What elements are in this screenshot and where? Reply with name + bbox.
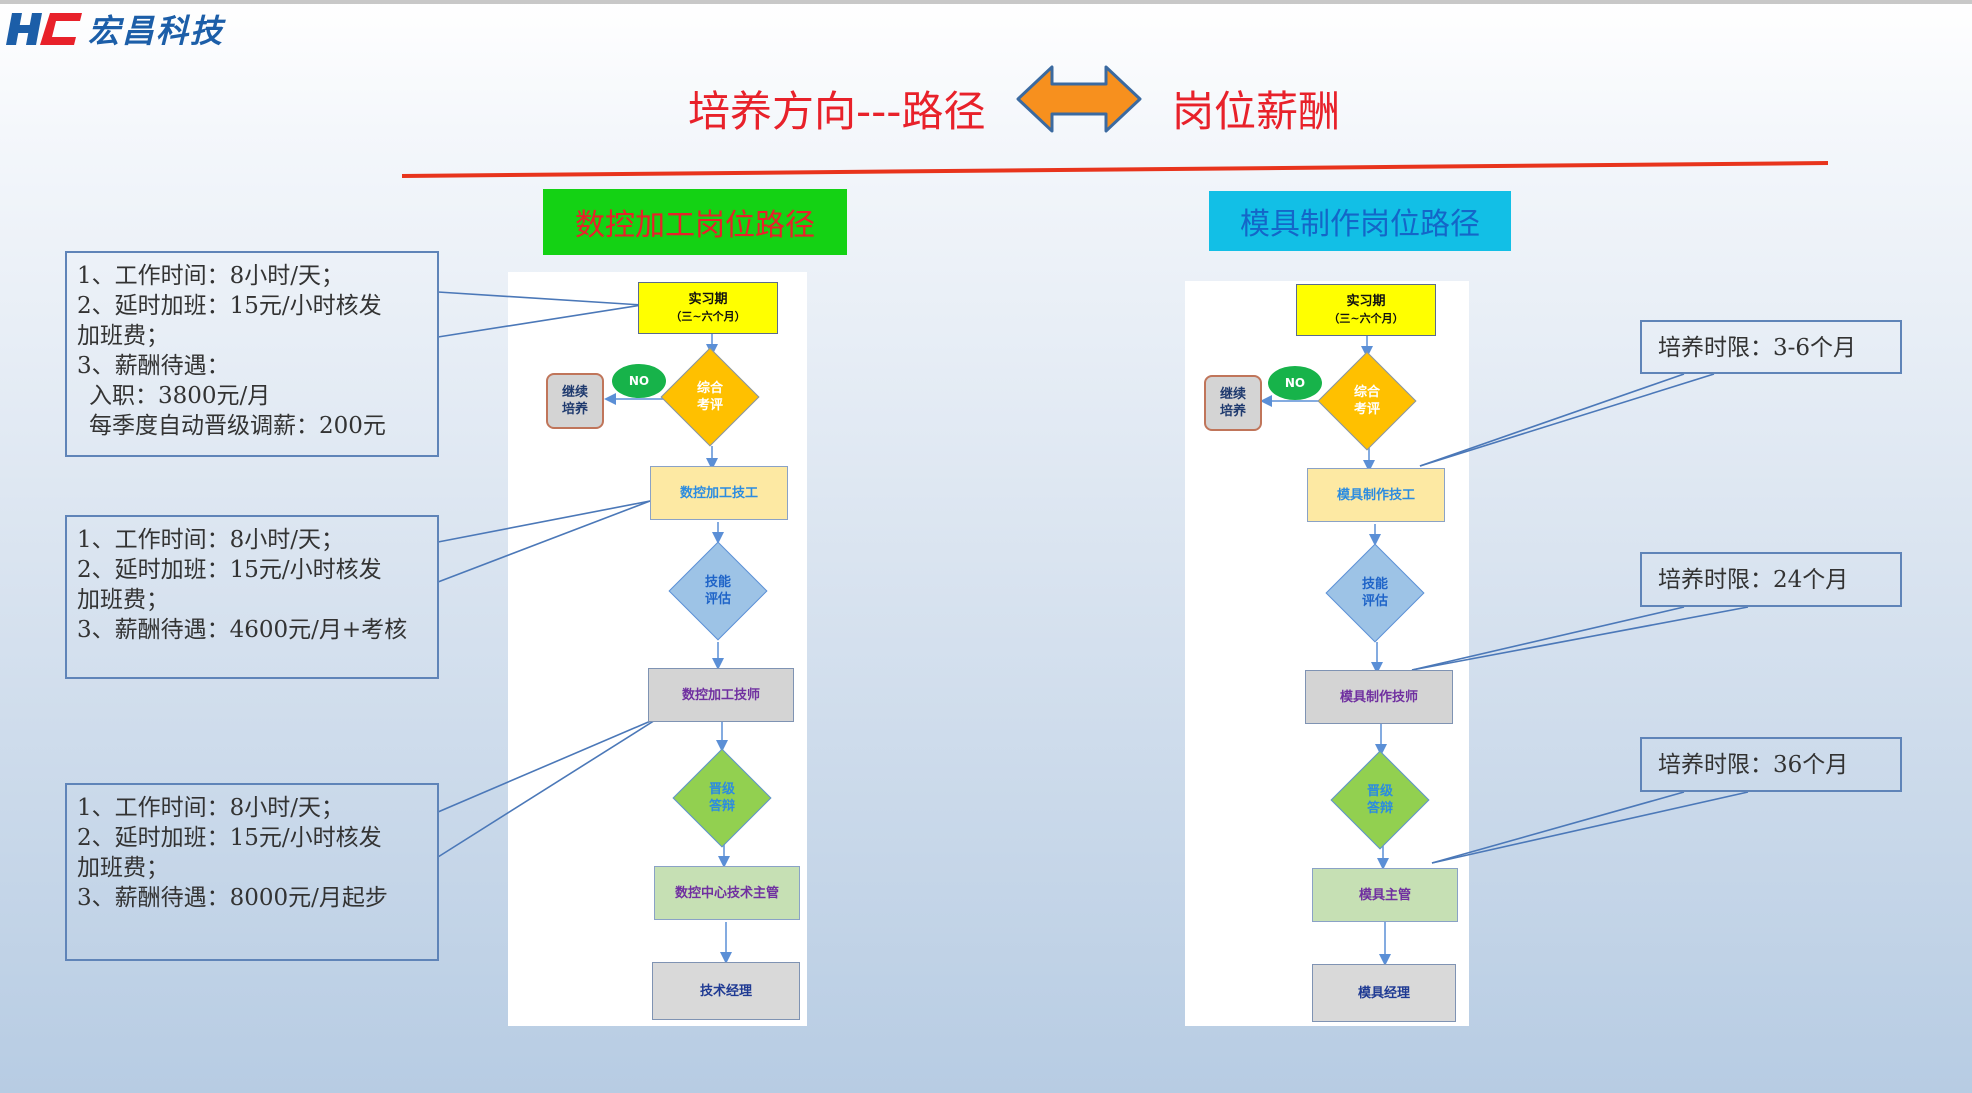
cnc-review-label: 综合考评 <box>696 381 723 413</box>
salary-note-senior: 1、工作时间：8小时/天； 2、延时加班：15元/小时核发 加班费； 3、薪酬待… <box>65 783 439 961</box>
mold-intern-period: （三~六个月） <box>1328 312 1404 325</box>
mold-intern-label: 实习期 <box>1346 294 1386 309</box>
mold-review-label: 综合考评 <box>1353 385 1380 417</box>
double-arrow-icon <box>1016 65 1142 133</box>
cnc-promotion-label: 晋级答辩 <box>708 782 735 814</box>
mold-senior-node: 模具制作技师 <box>1305 670 1453 724</box>
company-name: 宏昌科技 <box>88 12 225 50</box>
hc-logo-icon <box>6 13 82 45</box>
mold-supervisor-node: 模具主管 <box>1312 868 1458 922</box>
training-note-technician: 培养时限：24个月 <box>1640 552 1902 607</box>
cnc-retrain-node: 继续培养 <box>546 373 604 429</box>
mold-retrain-node: 继续培养 <box>1204 375 1262 431</box>
mold-intern-node: 实习期 （三~六个月） <box>1296 284 1436 336</box>
mold-promotion-label: 晋级答辩 <box>1366 784 1393 816</box>
cnc-technician-node: 数控加工技工 <box>650 466 788 520</box>
cnc-intern-label: 实习期 <box>688 292 728 307</box>
cnc-manager-node: 技术经理 <box>652 962 800 1020</box>
cnc-no-badge: NO <box>612 364 666 398</box>
salary-note-entry: 1、工作时间：8小时/天； 2、延时加班：15元/小时核发 加班费； 3、薪酬待… <box>65 251 439 457</box>
cnc-intern-node: 实习期 （三~六个月） <box>638 282 778 334</box>
mold-skill-eval-label: 技能评估 <box>1361 577 1388 609</box>
training-note-senior: 培养时限：36个月 <box>1640 737 1902 792</box>
salary-note-technician: 1、工作时间：8小时/天； 2、延时加班：15元/小时核发 加班费； 3、薪酬待… <box>65 515 439 679</box>
cnc-supervisor-node: 数控中心技术主管 <box>654 866 800 920</box>
banner-mold-path: 模具制作岗位路径 <box>1209 191 1511 251</box>
mold-manager-node: 模具经理 <box>1312 964 1456 1022</box>
cnc-senior-node: 数控加工技师 <box>648 668 794 722</box>
mold-no-badge: NO <box>1268 366 1322 400</box>
cnc-skill-eval-label: 技能评估 <box>704 575 731 607</box>
cnc-intern-period: （三~六个月） <box>670 310 746 323</box>
top-border <box>0 0 1972 4</box>
banner-cnc-path: 数控加工岗位路径 <box>543 189 847 255</box>
training-note-intern: 培养时限：3-6个月 <box>1640 320 1902 374</box>
company-logo: 宏昌科技 <box>6 8 224 50</box>
title-salary: 岗位薪酬 <box>1172 87 1341 136</box>
title-training-path: 培养方向---路径 <box>688 87 986 136</box>
mold-technician-node: 模具制作技工 <box>1307 468 1445 522</box>
